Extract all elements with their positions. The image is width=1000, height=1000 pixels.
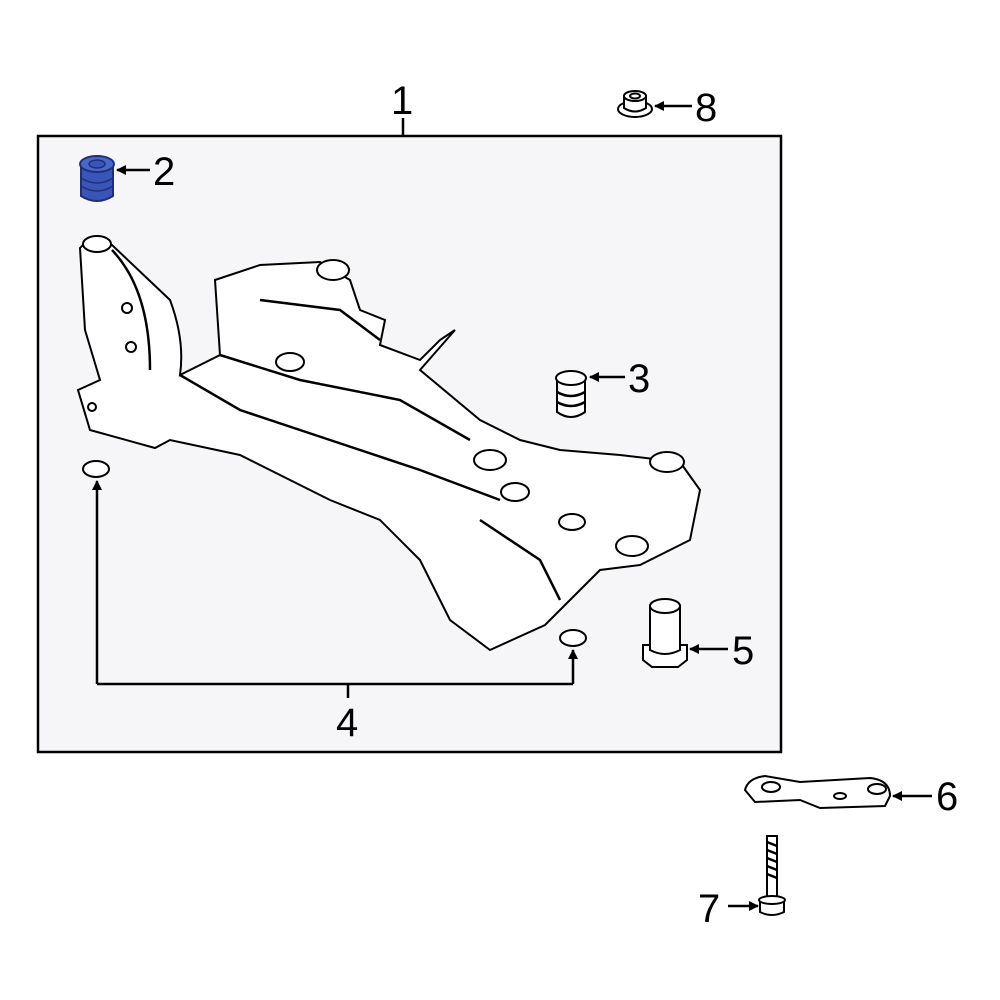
nut-8[interactable]: [617, 90, 653, 118]
callout-3[interactable]: 3: [628, 357, 650, 401]
bushing-3[interactable]: [555, 370, 587, 418]
callout-1[interactable]: 1: [391, 79, 413, 123]
bushing-5[interactable]: [642, 598, 688, 668]
subframe-crossmember[interactable]: [76, 235, 702, 652]
bushing-2-highlighted[interactable]: [79, 155, 115, 202]
callout-4[interactable]: 4: [336, 701, 358, 745]
bracket-6[interactable]: [743, 774, 892, 810]
bolt-7[interactable]: [758, 835, 786, 916]
callout-6[interactable]: 6: [936, 775, 958, 819]
washer-4-right[interactable]: [559, 629, 587, 647]
callout-7[interactable]: 7: [698, 887, 720, 931]
callout-2[interactable]: 2: [153, 150, 175, 194]
callout-5[interactable]: 5: [732, 629, 754, 673]
callout-8[interactable]: 8: [695, 86, 717, 130]
washer-4-left[interactable]: [82, 460, 110, 478]
